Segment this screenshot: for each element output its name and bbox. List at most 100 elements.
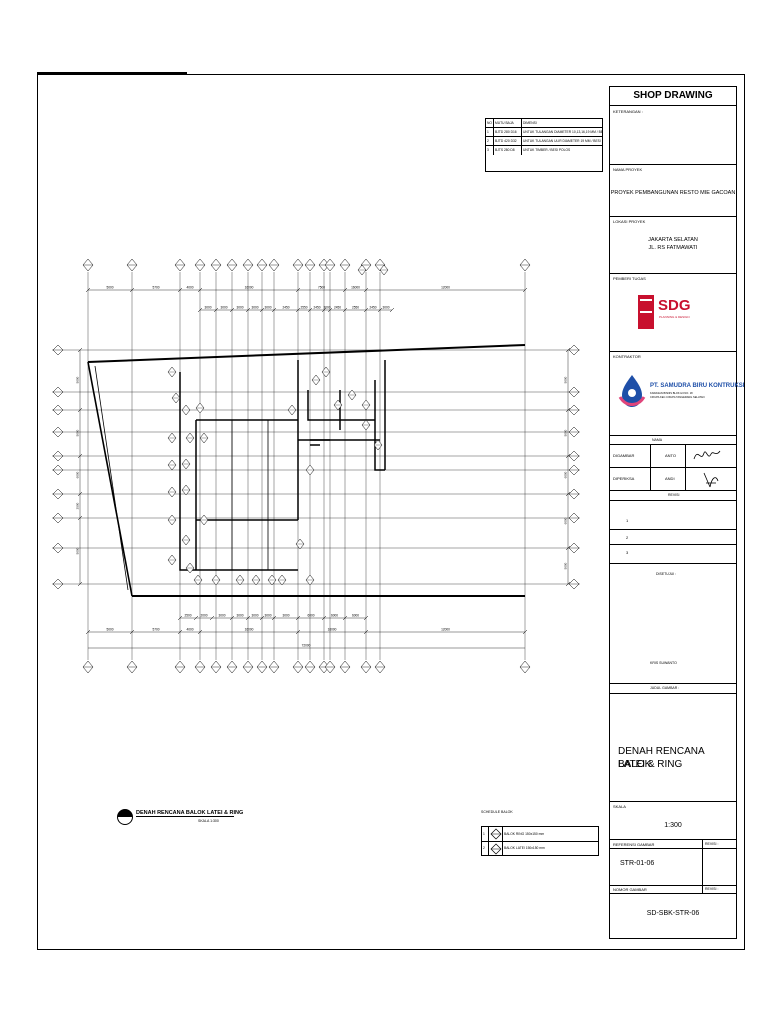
bottom-dimension-label: 16000 — [245, 628, 254, 632]
top-sub-dimension-label: 3000 — [323, 306, 330, 310]
contractor-name: PT. SAMUDRA BIRU KONTRUKSI — [650, 383, 745, 389]
plan-title-underline — [136, 816, 234, 817]
bottom-sub-dimension-tick — [193, 615, 199, 621]
top-sub-dimension-tick — [327, 307, 333, 313]
right-dimension-tick — [565, 453, 571, 459]
top-dimension-tick — [295, 287, 301, 293]
wall-partitions — [231, 420, 269, 570]
lokasi-label: LOKASI PROYEK — [613, 219, 646, 224]
bottom-sub-dimension-tick — [229, 615, 235, 621]
bottom-sub-dimension-label: 6000 — [352, 614, 359, 618]
referensi-label: REFERENSI GAMBAR — [613, 842, 655, 847]
divider — [610, 467, 736, 468]
outline-top-edge — [87, 344, 526, 363]
beam-tag-icon — [490, 828, 502, 840]
plan-scale: SKALA 1:300 — [198, 819, 219, 823]
schedule-desc: BALOK RING 150x150 mm — [504, 832, 545, 836]
beam-tags — [167, 264, 389, 586]
top-dimension-label: 4000 — [186, 286, 193, 290]
left-dimension-tick — [77, 453, 83, 459]
top-sub-dimension-tick — [363, 307, 369, 313]
diperiksa-label: DIPERIKSA — [613, 476, 635, 481]
divider — [610, 351, 736, 352]
bottom-dimension-label: 5000 — [106, 628, 113, 632]
divider — [610, 444, 736, 445]
divider — [610, 490, 736, 491]
divider — [610, 693, 736, 694]
left-dimension-label: 6000 — [76, 471, 80, 478]
right-dimension-label: 5000 — [564, 562, 568, 569]
kontraktor-label: KONTRAKTOR — [613, 354, 641, 359]
right-dimension-label: 5000 — [564, 429, 568, 436]
bottom-total-label: 72000 — [302, 644, 311, 648]
steel-legend-table: NO MUTU BAJA DIMENSI 1 BJTD 280 D16 UNTU… — [485, 118, 603, 172]
judul-label: JUDUL GAMBAR : — [650, 686, 680, 690]
bottom-sub-dimension-tick — [363, 615, 369, 621]
top-dimension-tick — [522, 287, 528, 293]
top-dimension-label: 7500 — [318, 286, 325, 290]
legend-desc: UNTUK TULANGAN DIAMETER 10,13,16,19 MM /… — [523, 130, 602, 134]
wall-room-1 — [307, 390, 375, 421]
revision-row-2: 2 — [626, 535, 629, 540]
bottom-sub-dimension-tick — [177, 615, 183, 621]
keterangan-label: KETERANGAN : — [613, 109, 643, 114]
contractor-logo-icon — [618, 375, 646, 407]
right-dimension-tick — [565, 347, 571, 353]
legend-head-desc: DIMENSI — [523, 121, 537, 125]
left-dimension-label: 5000 — [76, 376, 80, 383]
right-dimension-label: 5000 — [564, 376, 568, 383]
bottom-sub-dimension-tick — [321, 615, 327, 621]
outline-left-diagonal — [87, 361, 133, 597]
skala-label: SKALA — [613, 804, 626, 809]
top-dimension-label: 5700 — [152, 286, 159, 290]
right-dimension-label: 6000 — [564, 471, 568, 478]
top-sub-dimension-tick — [307, 307, 313, 313]
legend-head-mutu: MUTU BAJA — [494, 119, 522, 127]
drawing-title-line-1: DENAH RENCANA BALOK — [618, 746, 705, 770]
right-dimension-label: 6000 — [564, 517, 568, 524]
grid-lines — [52, 272, 580, 660]
bottom-sub-dimension-tick — [271, 615, 277, 621]
scale-value: 1:300 — [664, 822, 682, 829]
left-dimension-tick — [77, 515, 83, 521]
bottom-dimension-tick — [129, 629, 135, 635]
top-dimension-tick — [197, 287, 203, 293]
top-sub-dimension-label: 3000 — [251, 306, 258, 310]
bottom-sub-dimension-label: 6000 — [307, 614, 314, 618]
grid-bubbles — [52, 258, 580, 674]
schedule-table: 1 BALOK RING 150x150 mm 2 BALOK LATEI 15… — [481, 826, 599, 856]
legend-mutu: BJTD 280 D16 — [494, 128, 522, 136]
location-line-1: JAKARTA SELATAN — [648, 237, 698, 243]
top-dimension-tick — [363, 287, 369, 293]
bottom-sub-dimension-label: 3000 — [282, 614, 289, 618]
left-dimension-tick — [77, 407, 83, 413]
divider — [702, 885, 703, 893]
legend-mutu: BJTD 420 D32 — [494, 137, 522, 145]
bottom-dimension-tick — [363, 629, 369, 635]
top-sub-dimension-label: 2450 — [313, 306, 320, 310]
top-sub-dimension-tick — [213, 307, 219, 313]
divider — [610, 273, 736, 274]
nama-proyek-label: NAMA PROYEK — [613, 167, 643, 172]
top-sub-dimension-tick — [377, 307, 383, 313]
bottom-sub-dimension-tick — [259, 615, 265, 621]
contractor-address-2: CIKUPA KEC.CIKUPA TANGERANG SELATAN — [650, 396, 705, 399]
contractor-address-1: KAWASAN BISNIS BLOK H3 NO. 18 — [650, 392, 693, 395]
top-sub-dimension-tick — [229, 307, 235, 313]
top-dimension-tick — [342, 287, 348, 293]
bottom-dimension-tick — [522, 629, 528, 635]
left-dimension-tick — [77, 491, 83, 497]
nama-label: NAMA — [652, 438, 663, 442]
divider — [610, 216, 736, 217]
legend-no: 1 — [486, 128, 494, 136]
title-block: SHOP DRAWING KETERANGAN : NAMA PROYEK PR… — [609, 86, 744, 939]
bottom-sub-dimension-label: 2500 — [184, 614, 191, 618]
legend-row: 2 BJTD 420 D32 UNTUK TULANGAN ULIR DIAME… — [486, 137, 602, 146]
digambar-label: DIGAMBAR — [613, 453, 635, 458]
top-sub-dimension-tick — [321, 307, 327, 313]
legend-desc: UNTUK TIMBER / BESI POLOS — [523, 148, 571, 152]
disetujui-label: DISETUJUI : — [656, 572, 677, 576]
top-sub-dimension-label: 2550 — [300, 306, 307, 310]
top-dimension-label: 5000 — [106, 286, 113, 290]
